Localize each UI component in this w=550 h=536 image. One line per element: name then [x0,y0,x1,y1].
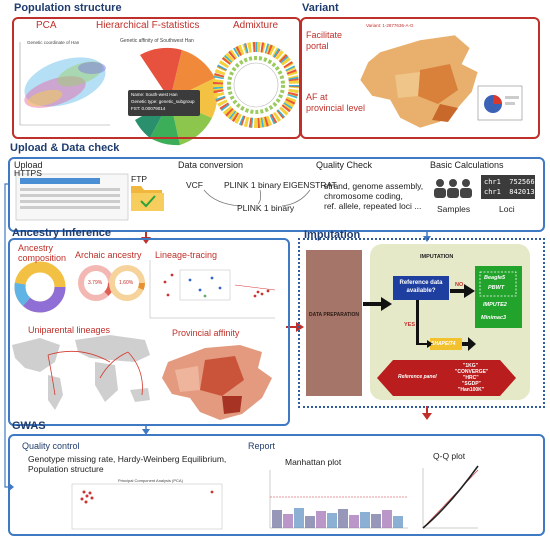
format-plink-bottom: PLINK 1 binary [237,203,295,213]
format-plink-top: PLINK 1 binary [224,180,282,190]
folder-icon [131,186,164,211]
qq-plot [422,465,479,529]
tool-pbwt: PBWT [488,285,505,291]
data-conversion-title: Data conversion [178,160,244,170]
lineage-tracing-label: Lineage-tracing [155,250,218,260]
hfs-title: Hierarchical F-statistics [96,20,200,31]
imputation-title: Imputation [304,229,361,241]
gwas-title: GWAS [12,420,46,432]
manhattan-plot-label: Manhattan plot [285,457,342,467]
population-structure-title: Population structure [14,2,122,14]
provincial-affinity-label: Provincial affinity [172,328,240,338]
upload-data-check-box [8,157,545,232]
flow-arrows [4,183,432,491]
data-preparation-label: DATA PREPARATION [309,312,359,318]
tool-impute2: IMPUTE2 [483,302,507,308]
hfs-tooltip-line-2: Genetic type: genetic_subgroup [131,99,195,104]
uniparental-label: Uniparental lineages [28,325,111,335]
loci-row-1: chr1 752566 [484,178,535,186]
reference-question: Reference data available? [399,280,443,294]
archaic-pct-2: 1.60% [119,280,134,286]
basic-calc-title: Basic Calculations [430,160,504,170]
variant-id: Variant: 1-2877636-A-G [366,23,414,28]
admixture-ring [213,42,299,128]
quality-check-title: Quality Check [316,160,373,170]
pca-scatter-plot [19,42,110,126]
imputation-box [298,238,545,408]
manhattan-plot [269,470,408,529]
qc-pca-mini [71,483,223,530]
tool-minimac3: Minimac3 [481,315,507,321]
loci-row-2: chr1 842013 [484,188,535,196]
archaic-ancestry-label: Archaic ancestry [75,250,142,260]
loci-terminal [481,175,535,199]
ancestry-composition-label: Ancestry composition [18,243,67,263]
samples-people-icon [434,179,472,198]
af-popup-chart [477,85,523,121]
facilitate-portal-label: Facilitate portal [306,30,343,51]
ancestry-donut [14,261,66,313]
china-af-map [359,34,479,129]
qq-plot-label: Q-Q plot [433,451,466,461]
qc-line-2: chromosome coding, [324,191,403,201]
ref-panel-sgdp: "SGDP" [462,381,481,387]
variant-title: Variant [302,2,339,14]
conversion-links [203,189,311,207]
ref-panel-1kg: "1KG" [463,363,479,369]
upload-data-check-title: Upload & Data check [10,142,120,154]
qc-pca-mini-title: Principal Component Analysis (PCA) [118,478,183,483]
ancestry-inference-box [8,238,290,426]
reference-panel-label: Reference panel [398,374,437,380]
ancestry-inference-title: Ancestry Inference [12,227,112,239]
yes-label: YES [404,322,416,328]
gwas-box [8,434,545,536]
upload-form-screenshot [15,173,129,221]
hfs-tooltip-line-3: FST: 0.00079014 [131,106,166,111]
af-provincial-label: AF at provincial level [306,92,366,113]
qc-line-3: ref. allele, repeated loci ... [324,201,422,211]
shapeit-label: SHAPEIT4 [431,341,456,347]
loci-label: Loci [499,204,515,214]
imputation-panels [306,244,530,400]
gwas-qc-line-2: Population structure [28,464,104,474]
tool-beagle: Beagle5 [484,275,506,281]
qc-line-1: strand, genome assembly, [324,181,424,191]
hfs-plot-title: Genetic affinity of Southwest Han [120,38,194,44]
archaic-donut-2 [109,265,145,301]
migration-routes [47,350,143,396]
no-label: NO [455,282,464,288]
ref-panel-hrc: "HRC" [463,375,479,381]
format-eigenstrat: EIGENSTRAT [283,180,337,190]
quality-control-title: Quality control [22,441,80,451]
report-title: Report [248,441,276,451]
upload-label: Upload [14,160,43,170]
imputation-arrows [363,284,476,351]
ftp-label: FTP [131,174,148,184]
hfs-tooltip-line-1: Name: South-west Han [131,92,178,97]
population-structure-box [12,17,301,139]
samples-label: Samples [437,204,471,214]
ref-panel-converge: "CONVERGE" [455,369,489,375]
gwas-qc-line-1: Genotype missing rate, Hardy-Weinberg Eq… [28,454,227,464]
lineage-scatter [149,260,276,319]
pca-plot-title: Genetic coordinate of Han [27,40,80,45]
admixture-title: Admixture [233,20,279,31]
variant-box [300,17,540,139]
fst-fan-chart [128,47,218,146]
format-vcf: VCF [186,180,203,190]
ref-panel-han100k: "Han100K" [458,387,485,393]
pca-title: PCA [36,20,57,31]
imputation-panel-title: IMPUTATION [420,254,454,260]
https-label: HTTPS [14,168,42,178]
provincial-affinity-map [162,345,272,420]
archaic-pct-1: 3.79% [88,280,103,286]
